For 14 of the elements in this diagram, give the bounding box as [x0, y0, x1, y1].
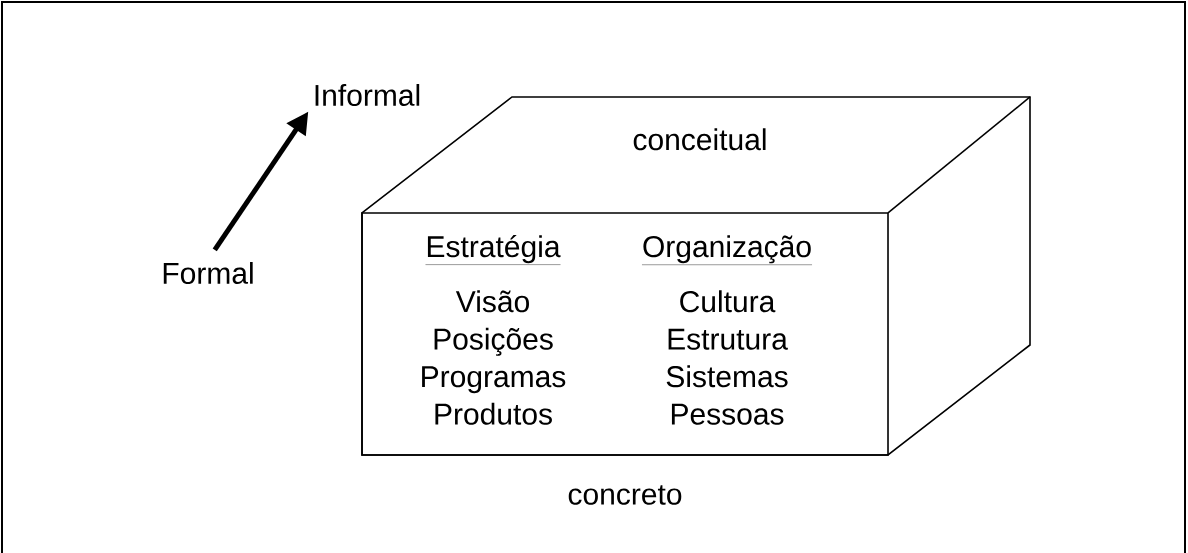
axis-label: Formal: [163, 261, 253, 284]
face-label: conceitual: [633, 128, 766, 151]
list-item: Estrutura: [668, 328, 788, 350]
column-heading: Estratégia: [425, 234, 561, 265]
list-item: Sistemas: [666, 365, 788, 388]
list-item: Posições: [434, 327, 553, 356]
list-item: Pessoas: [671, 403, 784, 425]
list-item: Produtos: [435, 402, 552, 425]
face-label: concreto: [568, 485, 682, 505]
list-item: Programas: [422, 366, 566, 394]
list-item: Cultura: [680, 290, 776, 313]
axis-label: Informal: [315, 83, 420, 106]
column-heading: Organização: [641, 235, 813, 265]
list-item: Visão: [455, 290, 529, 313]
